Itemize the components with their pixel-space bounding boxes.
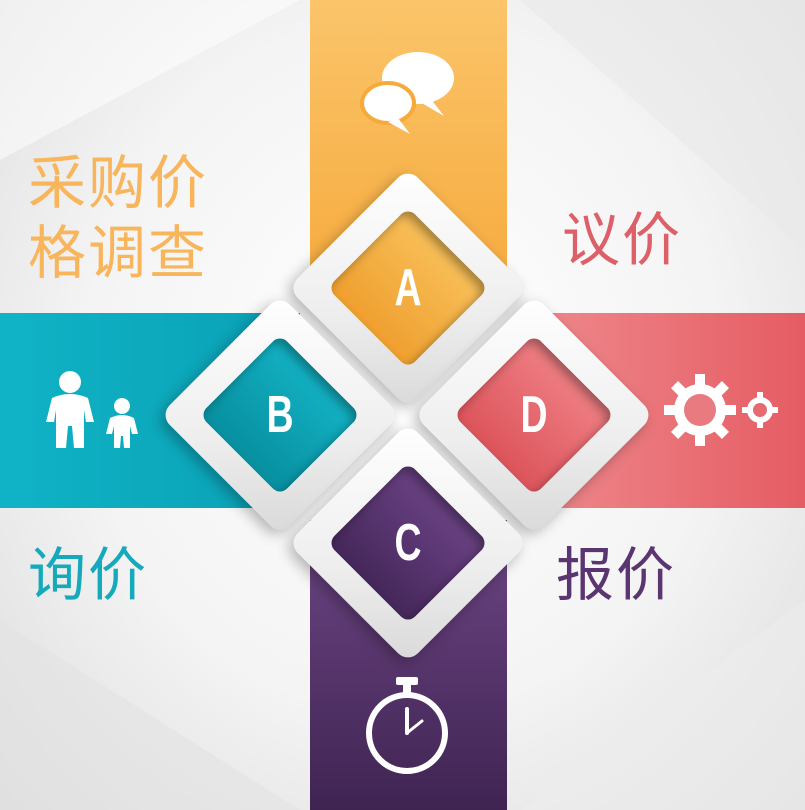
gears-icon [664,374,778,446]
label-c: 报价 [556,541,677,609]
label-a-line1: 采购价 [28,149,209,217]
diamond-d: D [413,294,655,536]
diamond-a: A [287,167,529,409]
diamond-c: C [287,422,529,664]
label-b: 询价 [28,541,149,609]
label-a-line2: 格调查 [28,219,209,287]
speech-bubbles-icon [360,52,454,134]
label-d: 议价 [562,206,683,274]
diamond-a-letter: A [394,259,422,317]
label-a: 采购价 格调查 [28,148,248,288]
diamond-b: B [159,294,401,536]
stopwatch-icon [366,677,448,774]
people-icon [46,371,138,448]
diamond-d-letter: D [520,386,548,444]
diamond-c-letter: C [394,514,422,572]
diamond-b-letter: B [266,386,294,444]
